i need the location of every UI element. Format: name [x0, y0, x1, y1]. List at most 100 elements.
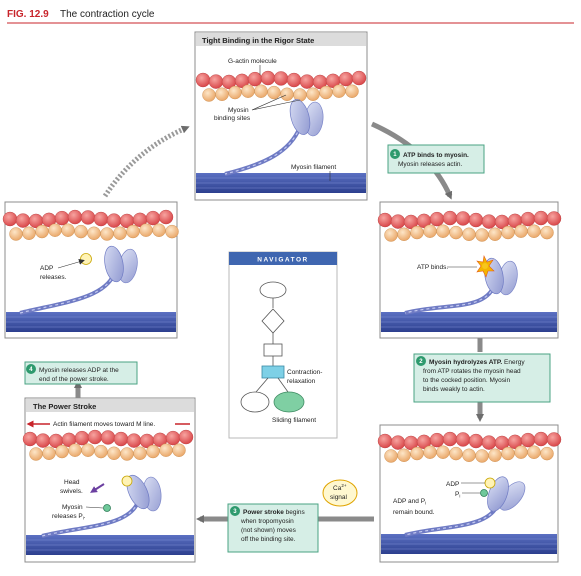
actin-bead-red — [179, 430, 193, 444]
panel-rigor: Tight Binding in the Rigor State G-actin… — [195, 32, 367, 200]
actin-bead-red — [430, 212, 444, 226]
actin-bead-red — [94, 212, 108, 226]
actin-bead-cream — [385, 450, 398, 463]
actin-bead-cream — [281, 88, 294, 101]
actin-bead-cream — [333, 85, 346, 98]
actin-bead-cream — [541, 226, 554, 239]
myosin-filament — [381, 534, 557, 554]
actin-bead-cream — [36, 225, 49, 238]
actin-bead-cream — [166, 225, 179, 238]
actin-bead-red — [469, 213, 483, 227]
actin-bead-red — [521, 433, 535, 447]
actin-bead-cream — [203, 89, 216, 102]
actin-bead-red — [547, 211, 561, 225]
actin-bead-cream — [528, 225, 541, 238]
adp-releases-line-1: ADP — [40, 265, 53, 272]
cycle-arrow-return — [105, 128, 186, 196]
step-1-line: Myosin releases actin. — [398, 161, 462, 168]
step-2-box: 2 Myosin hydrolyzes ATP. Energy from ATP… — [414, 354, 550, 402]
actin-bead-red — [23, 432, 37, 446]
step-2-line-3: binds weakly to actin. — [423, 386, 485, 393]
actin-bead-cream — [437, 446, 450, 459]
figure-label: FIG. 12.9 — [7, 9, 49, 20]
figure-title: The contraction cycle — [60, 9, 155, 20]
actin-bead-cream — [398, 228, 411, 241]
nav-contraction-line-1: Contraction- — [287, 369, 322, 376]
actin-bead-cream — [424, 225, 437, 238]
step-2-title: Myosin hydrolyzes ATP. Energy — [429, 359, 525, 366]
adp-circle-icon — [485, 478, 495, 488]
actin-bead-cream — [346, 85, 359, 98]
actin-bead-red — [287, 73, 301, 87]
head-swivels-line-1: Head — [64, 479, 80, 486]
actin-bead-red — [352, 71, 366, 85]
step-3-line-1: when tropomyosin — [240, 518, 294, 525]
myosin-filament — [6, 312, 176, 332]
actin-bead-cream — [62, 224, 75, 237]
pi-circle-icon — [481, 490, 488, 497]
step-3-title: Power stroke begins — [243, 509, 306, 516]
actin-bead-red — [101, 430, 115, 444]
actin-bead-cream — [463, 449, 476, 462]
nav-node-box — [264, 344, 282, 356]
actin-bead-red — [521, 212, 535, 226]
adp-released-icon — [81, 254, 92, 265]
actin-bead-red — [36, 434, 50, 448]
actin-bead-red — [75, 431, 89, 445]
actin-bead-red — [88, 430, 102, 444]
actin-bead-cream — [108, 447, 121, 460]
actin-bead-cream — [398, 449, 411, 462]
actin-bead-red — [107, 214, 121, 228]
remain-bound-line-2: remain bound. — [393, 509, 435, 516]
actin-bead-cream — [268, 86, 281, 99]
actin-bead-cream — [114, 227, 127, 240]
step-4-line-1: Myosin releases ADP at the — [39, 367, 119, 374]
myosin-filament — [381, 312, 557, 332]
step-2-line-2: to the cocked position. Myosin — [423, 377, 510, 384]
actin-bead-cream — [30, 448, 43, 461]
actin-bead-cream — [515, 446, 528, 459]
nav-node-sliding — [274, 392, 304, 412]
actin-bead-cream — [173, 444, 186, 457]
atp-binds-label: ATP binds. — [417, 264, 448, 271]
actin-bead-red — [378, 213, 392, 227]
actin-bead-red — [196, 73, 210, 87]
myosin-releases-pi-line-2: releases Pi. — [52, 513, 86, 521]
ca-signal-bubble: Ca2+ signal — [323, 480, 357, 506]
actin-bead-cream — [450, 226, 463, 239]
actin-bead-cream — [153, 224, 166, 237]
actin-bead-red — [146, 211, 160, 225]
actin-bead-cream — [307, 88, 320, 101]
actin-bead-red — [482, 436, 496, 450]
actin-bead-cream — [502, 447, 515, 460]
ca-signal-word: signal — [330, 494, 348, 501]
actin-bead-red — [378, 434, 392, 448]
actin-bead-cream — [127, 225, 140, 238]
adp-label: ADP — [446, 481, 459, 488]
actin-bead-cream — [255, 85, 268, 98]
actin-bead-red — [55, 211, 69, 225]
actin-bead-red — [547, 432, 561, 446]
step-3-box: 3 Power stroke begins when tropomyosin (… — [228, 504, 318, 552]
adp-circle-icon — [122, 476, 132, 486]
panel-atp-binds: ATP binds. — [378, 202, 561, 338]
actin-bead-red — [456, 432, 470, 446]
step-4-line-2: end of the power stroke. — [39, 376, 109, 383]
actin-bead-cream — [56, 445, 69, 458]
actin-bead-cream — [95, 445, 108, 458]
remain-bound-line-1: ADP and Pi — [393, 498, 426, 506]
g-actin-label: G-actin molecule — [228, 58, 277, 65]
actin-bead-red — [443, 211, 457, 225]
actin-bead-cream — [134, 447, 147, 460]
panel-power-stroke: The Power Stroke Actin filament moves to… — [23, 398, 195, 562]
actin-bead-cream — [101, 227, 114, 240]
actin-bead-cream — [49, 224, 62, 237]
nav-node-start — [260, 282, 286, 298]
step-4-box: 4 Myosin releases ADP at the end of the … — [25, 362, 137, 384]
actin-bead-cream — [385, 229, 398, 242]
actin-bead-red — [209, 75, 223, 89]
head-swivels-line-2: swivels. — [60, 488, 83, 495]
actin-bead-red — [391, 215, 405, 229]
actin-bead-cream — [411, 447, 424, 460]
panel-adp-bound: ADP Pi ADP and Pi remain bound. — [378, 425, 561, 562]
